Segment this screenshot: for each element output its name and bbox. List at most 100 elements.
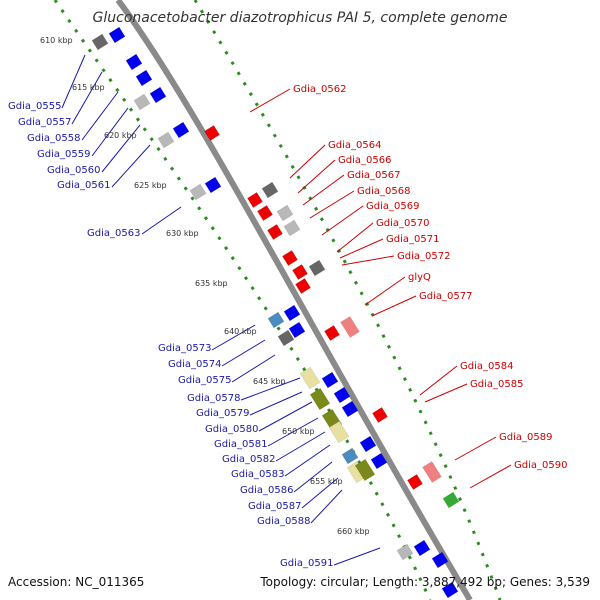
gene-feature-43 (442, 491, 460, 509)
gene-feature-24 (277, 329, 295, 347)
gene-label-gdia-0569[interactable]: Gdia_0569 (366, 201, 419, 212)
outer-dotted-track (53, 0, 432, 600)
kbp-tick-620: 620 kbp (104, 131, 137, 140)
accession-text: Accession: NC_011365 (8, 575, 144, 589)
gene-label-glyq[interactable]: glyQ (408, 272, 431, 283)
right-leader-line-7 (336, 222, 374, 253)
left-leader-line-13 (258, 401, 313, 432)
gene-label-gdia-0588[interactable]: Gdia_0588 (257, 516, 310, 527)
kbp-tick-640: 640 kbp (224, 327, 257, 336)
gene-label-gdia-0568[interactable]: Gdia_0568 (357, 186, 410, 197)
gene-label-gdia-0564[interactable]: Gdia_0564 (328, 140, 381, 151)
gene-feature-39 (340, 316, 360, 338)
gene-feature-7 (157, 131, 175, 149)
gene-label-gdia-0580[interactable]: Gdia_0580 (205, 424, 258, 435)
gene-label-gdia-0567[interactable]: Gdia_0567 (347, 170, 400, 181)
right-leader-line-5 (309, 190, 355, 219)
gene-feature-47 (441, 581, 459, 599)
genome-backbone (115, 0, 473, 600)
gene-label-gdia-0589[interactable]: Gdia_0589 (499, 432, 552, 443)
left-leader-line-20 (333, 547, 381, 566)
gene-label-gdia-0581[interactable]: Gdia_0581 (214, 439, 267, 450)
gene-feature-21 (295, 278, 311, 294)
gene-feature-38 (324, 325, 340, 341)
left-gene-labels: Gdia_0555 Gdia_0557 Gdia_0558 Gdia_0559 … (8, 101, 333, 569)
left-leader-line-16 (284, 444, 331, 477)
gene-feature-11 (204, 125, 220, 141)
gene-feature-18 (282, 250, 298, 266)
gene-feature-25 (288, 321, 306, 339)
left-leader-line-14 (267, 417, 319, 447)
genome-tracks (53, 0, 502, 600)
gene-feature-16 (267, 224, 283, 240)
left-leader-line-4 (91, 107, 129, 157)
gene-feature-19 (292, 264, 308, 280)
gene-label-gdia-0572[interactable]: Gdia_0572 (397, 251, 450, 262)
gene-feature-41 (407, 474, 423, 490)
gene-label-gdia-0577[interactable]: Gdia_0577 (419, 291, 472, 302)
right-leader-line-3 (297, 159, 336, 194)
gene-label-gdia-0578[interactable]: Gdia_0578 (187, 393, 240, 404)
left-leader-line-7 (141, 206, 182, 235)
gene-feature-27 (309, 387, 331, 411)
gene-label-gdia-0583[interactable]: Gdia_0583 (231, 469, 284, 480)
gene-label-gdia-0591[interactable]: Gdia_0591 (280, 558, 333, 569)
gene-label-gdia-0582[interactable]: Gdia_0582 (222, 454, 275, 465)
gene-label-gdia-0575[interactable]: Gdia_0575 (178, 375, 231, 386)
gene-label-gdia-0586[interactable]: Gdia_0586 (240, 485, 293, 496)
right-leader-line-9 (341, 255, 395, 266)
gene-feature-29 (333, 386, 351, 404)
gene-label-gdia-0557[interactable]: Gdia_0557 (18, 117, 71, 128)
gene-label-gdia-0587[interactable]: Gdia_0587 (248, 501, 301, 512)
right-leader-line-12 (419, 365, 458, 396)
gene-label-gdia-0570[interactable]: Gdia_0570 (376, 218, 429, 229)
gene-label-gdia-0571[interactable]: Gdia_0571 (386, 234, 439, 245)
topology-text: Topology: circular; Length: 3,887,492 bp… (259, 575, 590, 589)
kbp-tick-610: 610 kbp (40, 36, 73, 45)
left-leader-line-15 (275, 431, 326, 462)
right-leader-line-1 (249, 88, 291, 113)
gene-label-gdia-0579[interactable]: Gdia_0579 (196, 408, 249, 419)
gene-label-gdia-0563[interactable]: Gdia_0563 (87, 228, 140, 239)
left-leader-line-2 (71, 71, 103, 125)
kbp-tick-labels: 610 kbp 615 kbp 620 kbp 625 kbp 630 kbp … (40, 36, 370, 536)
left-leader-line-8 (211, 324, 256, 351)
label-leader-lines (61, 54, 512, 566)
gene-feature-14 (257, 205, 273, 221)
kbp-tick-630: 630 kbp (166, 229, 199, 238)
gene-label-gdia-0560[interactable]: Gdia_0560 (47, 165, 100, 176)
kbp-tick-625: 625 kbp (134, 181, 167, 190)
kbp-tick-635: 635 kbp (195, 279, 228, 288)
gene-feature-37 (370, 452, 388, 470)
gene-label-gdia-0585[interactable]: Gdia_0585 (470, 379, 523, 390)
kbp-tick-615: 615 kbp (72, 83, 105, 92)
gene-label-gdia-0558[interactable]: Gdia_0558 (27, 133, 80, 144)
left-leader-line-1 (61, 54, 86, 109)
right-leader-line-13 (424, 383, 468, 403)
gene-label-gdia-0584[interactable]: Gdia_0584 (460, 361, 513, 372)
gene-feature-2 (108, 26, 126, 44)
right-leader-line-10 (364, 276, 406, 306)
gene-label-gdia-0573[interactable]: Gdia_0573 (158, 343, 211, 354)
gene-label-gdia-0566[interactable]: Gdia_0566 (338, 155, 391, 166)
genome-title: Gluconacetobacter diazotrophicus PAI 5, … (93, 10, 508, 26)
gene-label-gdia-0562[interactable]: Gdia_0562 (293, 84, 346, 95)
kbp-tick-645: 645 kbp (253, 377, 286, 386)
gene-feature-23 (283, 304, 301, 322)
gene-label-gdia-0574[interactable]: Gdia_0574 (168, 359, 221, 370)
gene-feature-12 (247, 192, 263, 208)
gene-label-gdia-0561[interactable]: Gdia_0561 (57, 180, 110, 191)
right-leader-line-14 (454, 436, 497, 461)
gene-feature-42 (422, 461, 442, 483)
gene-features (91, 26, 460, 599)
gene-label-gdia-0555[interactable]: Gdia_0555 (8, 101, 61, 112)
gene-feature-44 (396, 543, 414, 561)
gene-feature-26 (299, 366, 321, 390)
gene-feature-5 (133, 93, 151, 111)
right-leader-line-6 (321, 205, 364, 236)
gene-label-gdia-0590[interactable]: Gdia_0590 (514, 460, 567, 471)
gene-feature-28 (321, 371, 339, 389)
gene-label-gdia-0559[interactable]: Gdia_0559 (37, 149, 90, 160)
gene-feature-32 (328, 420, 350, 444)
